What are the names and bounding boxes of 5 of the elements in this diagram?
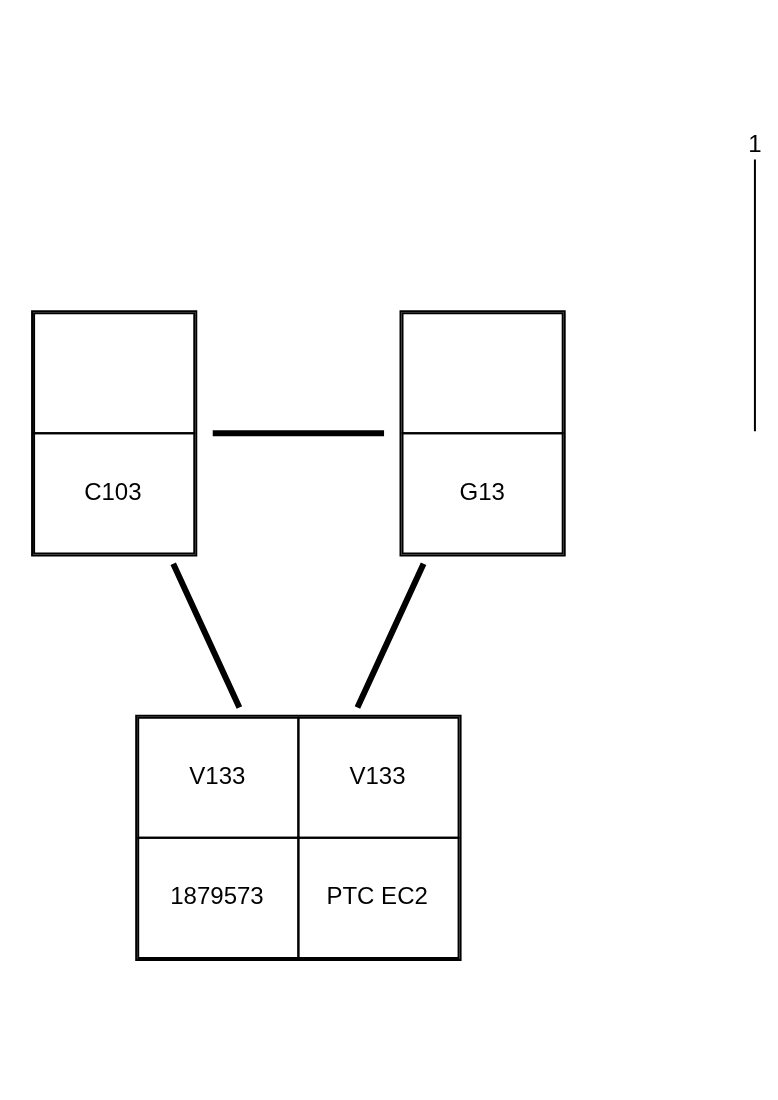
node-text: 1 (748, 129, 762, 157)
connector (753, 158, 756, 432)
connector (170, 562, 243, 709)
connector (212, 429, 385, 436)
connector (354, 562, 427, 709)
